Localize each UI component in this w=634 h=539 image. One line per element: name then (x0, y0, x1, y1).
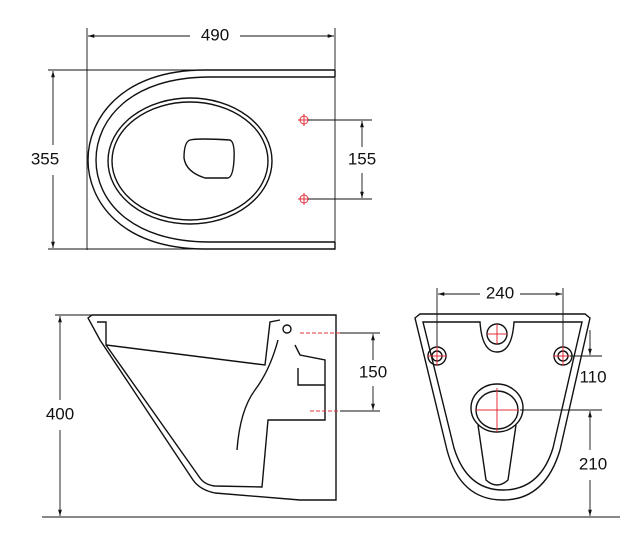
front-view: 240 110 210 (414, 283, 607, 516)
dim-490: 490 (201, 25, 229, 44)
fixing-hole-icon (298, 114, 310, 205)
top-view: 490 355 155 (31, 25, 376, 250)
dim-240: 240 (486, 283, 514, 302)
dim-150: 150 (359, 362, 387, 381)
side-view: 400 150 (42, 314, 620, 518)
dim-155: 155 (348, 149, 376, 168)
dim-110: 110 (579, 367, 606, 386)
dim-355: 355 (31, 149, 59, 168)
centerline-marks (427, 324, 573, 432)
dim-400: 400 (46, 404, 74, 423)
dim-210: 210 (579, 454, 607, 473)
